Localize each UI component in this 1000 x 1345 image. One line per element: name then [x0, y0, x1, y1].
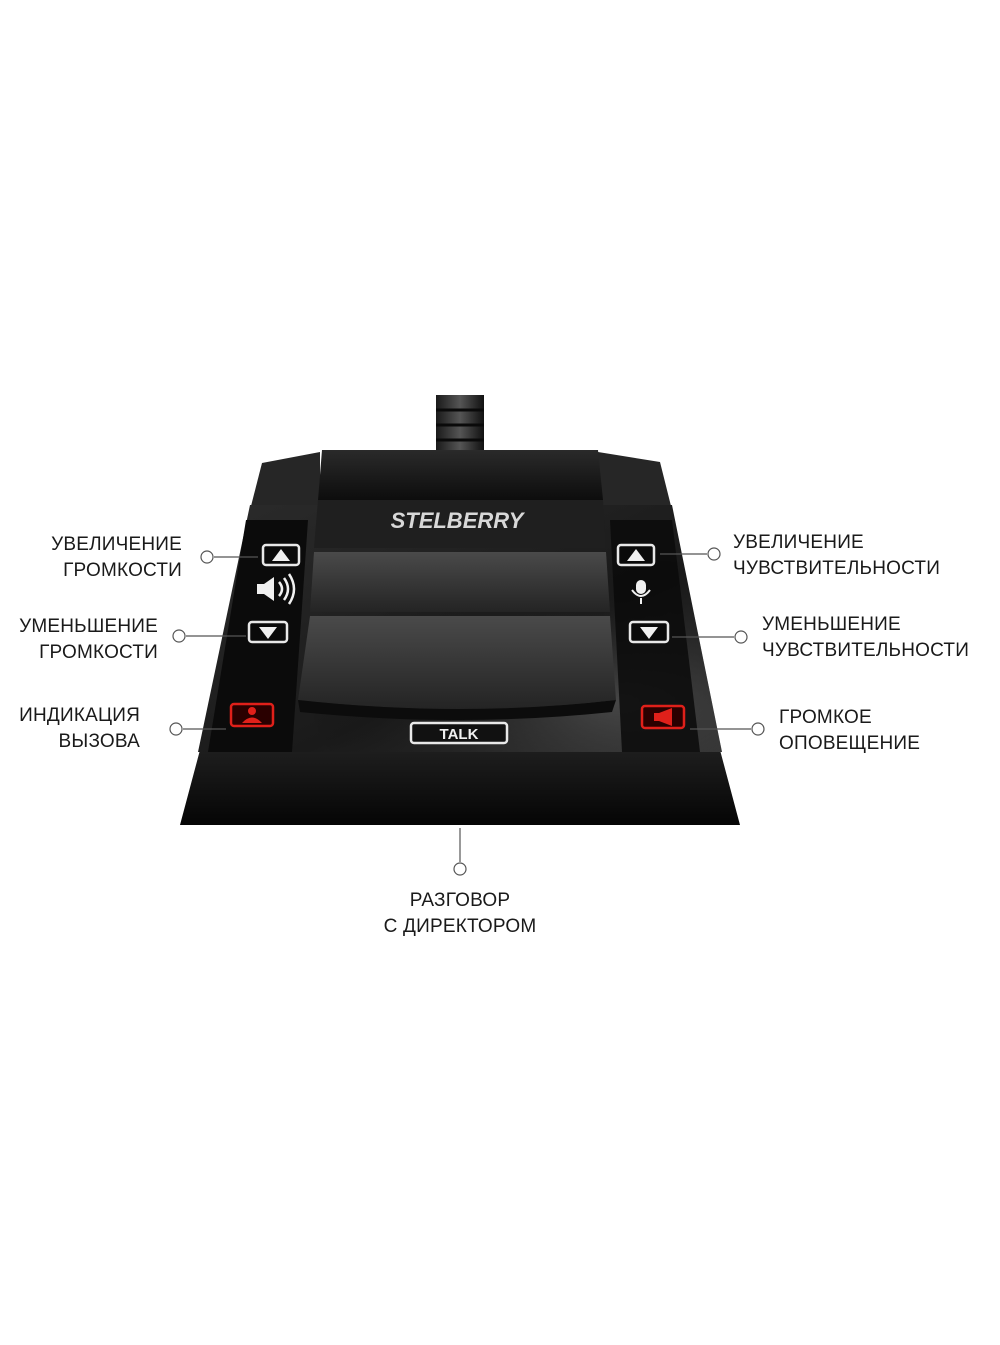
callout-dot	[169, 722, 183, 736]
arrow-down-icon	[259, 627, 277, 639]
arrow-up-icon	[272, 549, 290, 561]
sensitivity-down-button[interactable]	[628, 620, 670, 644]
label-line: ОПОВЕЩЕНИЕ	[779, 733, 921, 754]
label-line: РАЗГОВОР	[409, 890, 511, 911]
callout-dot	[707, 547, 721, 561]
talk-label: TALK	[440, 726, 479, 743]
loud-announcement-button[interactable]	[640, 704, 686, 730]
label-line: ГРОМКОСТИ	[39, 642, 158, 663]
label-line: ГРОМКОЕ	[779, 707, 872, 728]
label-line: ЧУВСТВИТЕЛЬНОСТИ	[762, 640, 970, 661]
label-line: УВЕЛИЧЕНИЕ	[733, 532, 864, 553]
sensitivity-up-button[interactable]	[616, 543, 656, 567]
label-line: УМЕНЬШЕНИЕ	[762, 614, 901, 635]
label-loud-announcement: ГРОМКОЕ ОПОВЕЩЕНИЕ	[779, 705, 920, 757]
label-volume-up: УВЕЛИЧЕНИЕ ГРОМКОСТИ	[51, 532, 182, 584]
label-talk-director: РАЗГОВОР С ДИРЕКТОРОМ	[360, 888, 560, 940]
talk-badge[interactable]: TALK	[409, 721, 509, 745]
microphone-icon	[631, 580, 651, 604]
label-line: УМЕНЬШЕНИЕ	[19, 616, 158, 637]
label-line: УВЕЛИЧЕНИЕ	[51, 534, 182, 555]
label-line: ЧУВСТВИТЕЛЬНОСТИ	[733, 558, 941, 579]
callout-dot	[453, 862, 467, 876]
label-sensitivity-up: УВЕЛИЧЕНИЕ ЧУВСТВИТЕЛЬНОСТИ	[733, 530, 940, 582]
label-line: ГРОМКОСТИ	[63, 560, 182, 581]
label-call-indication: ИНДИКАЦИЯ ВЫЗОВА	[19, 703, 140, 755]
arrow-up-icon	[627, 549, 645, 561]
brand-logo: STELBERRY	[391, 508, 526, 533]
volume-down-button[interactable]	[247, 620, 289, 644]
callout-dot	[172, 629, 186, 643]
callout-dot	[734, 630, 748, 644]
call-indicator-button[interactable]	[229, 702, 275, 728]
callout-dot	[200, 550, 214, 564]
person-icon	[242, 707, 262, 723]
loudspeaker-icon	[654, 708, 672, 726]
talk-key-stack[interactable]: STELBERRY	[298, 450, 616, 720]
callout-lines	[169, 547, 765, 876]
speaker-icon	[257, 573, 296, 605]
label-line: С ДИРЕКТОРОМ	[383, 916, 537, 937]
callout-dot	[751, 722, 765, 736]
volume-up-button[interactable]	[261, 543, 301, 567]
label-line: ВЫЗОВА	[58, 731, 140, 752]
label-line: ИНДИКАЦИЯ	[19, 705, 140, 726]
label-volume-down: УМЕНЬШЕНИЕ ГРОМКОСТИ	[19, 614, 158, 666]
arrow-down-icon	[640, 627, 658, 639]
label-sensitivity-down: УМЕНЬШЕНИЕ ЧУВСТВИТЕЛЬНОСТИ	[762, 612, 969, 664]
